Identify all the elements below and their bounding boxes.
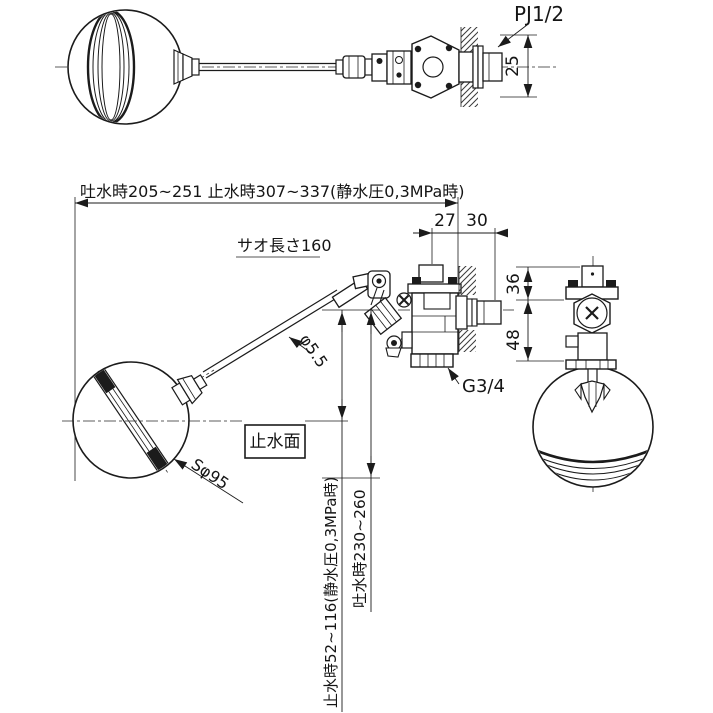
float-diameter-callout: Sφ95 <box>173 455 244 504</box>
water-level-dimensions: 止水時52~116(静水圧0,3MPa時) 吐水時230~260 <box>322 309 380 712</box>
front-view-valve-body <box>401 264 462 368</box>
overall-range-dim-text: 吐水時205~251 止水時307~337(静水圧0,3MPa時) <box>80 182 465 201</box>
thread-leader-line <box>497 24 528 48</box>
front-view-pipe-thread <box>455 295 502 330</box>
outlet-leader-line <box>447 367 460 385</box>
front-view-float-ball <box>72 361 208 479</box>
top-view-adjuster <box>335 55 373 79</box>
front-view-rod-connector <box>171 374 208 406</box>
top-view-rod <box>199 62 337 72</box>
front-view-wall-hatch <box>458 266 476 352</box>
dim-36-text: 36 <box>504 273 524 295</box>
thread-size-label: PJ1/2 <box>514 2 564 26</box>
rod-length-label: サオ長さ160 <box>236 236 332 258</box>
thread-length-dimension: 25 <box>500 34 537 98</box>
discharge-level-dim-text: 吐水時230~260 <box>351 489 369 608</box>
top-view-rod-connector <box>173 49 200 85</box>
side-view-float-ball <box>532 366 654 488</box>
height-dimensions: 36 48 <box>504 266 580 362</box>
side-view-drawing: 36 48 <box>504 256 654 492</box>
dim-30-text: 30 <box>466 211 488 231</box>
top-view-drawing: PJ1/2 25 <box>55 2 564 125</box>
adjuster-cylinder <box>363 296 403 336</box>
top-view-linkage <box>371 50 412 85</box>
side-view-float-connector <box>574 380 611 414</box>
thread-length-dim-text: 25 <box>503 55 523 77</box>
front-view-drawing: 吐水時205~251 止水時307~337(静水圧0,3MPa時) サオ長さ16… <box>62 182 514 712</box>
side-view-valve-body <box>565 265 619 414</box>
dim-27-text: 27 <box>434 211 456 231</box>
dim-48-text: 48 <box>504 329 524 351</box>
float-diameter-label: Sφ95 <box>188 455 233 494</box>
top-view-pipe-thread <box>458 45 503 89</box>
rod-length-text: サオ長さ160 <box>237 236 332 255</box>
front-view-linkage <box>331 270 413 358</box>
top-view-valve-flange <box>411 35 460 99</box>
water-stop-surface-label: 止水面 <box>250 432 301 452</box>
outlet-thread-label: G3/4 <box>462 376 505 397</box>
water-stop-surface: 止水面 <box>62 420 348 459</box>
stop-water-level-dim-text: 止水時52~116(静水圧0,3MPa時) <box>322 477 340 708</box>
top-view-float-ball <box>67 9 200 125</box>
rod-diameter-label: φ5.5 <box>296 331 332 371</box>
wall-offset-dimensions: 27 30 <box>413 211 508 300</box>
rod-diameter-callout: φ5.5 <box>288 331 332 371</box>
